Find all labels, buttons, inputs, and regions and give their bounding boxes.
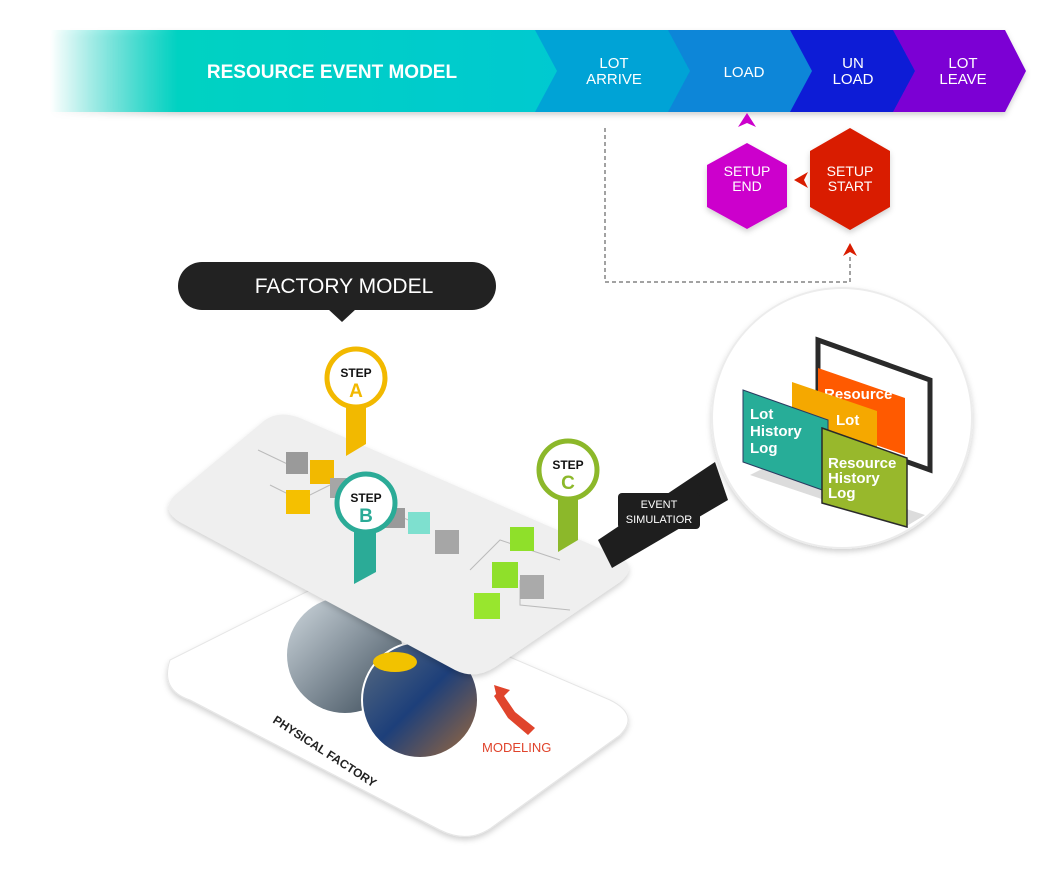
step-label: LOAD [833,71,874,88]
step-b-label: STEP [350,491,381,505]
arrow-left-icon [794,172,808,188]
ribbon-title-segment [50,30,562,112]
step-c-letter: C [561,473,575,494]
resource-history-log-screen: Resource History Log [821,426,908,528]
ribbon-title: RESOURCE EVENT MODEL [207,62,458,83]
step-a-pin: STEP A [324,346,388,456]
step-label: UN [842,55,864,72]
ribbon-step-lot-arrive [535,30,690,112]
resource-history-log-label: Log [828,485,856,502]
ribbon-step-load [662,30,812,112]
step-label: LOAD [724,64,765,81]
step-a-letter: A [349,381,363,402]
ribbon-step-lot-leave [885,30,1026,112]
step-b-letter: B [359,506,373,527]
event-simulation-label-box [618,493,700,529]
lot-history-log-label: Lot [750,406,773,423]
setup-end-label: END [732,178,762,194]
setup-start-label: SETUP [827,163,874,179]
factory-model-platform [168,414,629,675]
event-simulation-label: SIMULATIOR [626,514,692,526]
lot-history-log-label: History [750,423,802,440]
step-label: LEAVE [939,71,986,88]
arrow-up-icon [843,243,857,256]
step-a-label: STEP [340,366,371,380]
lot-history-log-screen: Lot History Log [742,389,829,493]
setup-start-hexagon [810,128,890,230]
ribbon-step-unload [785,30,915,112]
arrow-up-icon [738,113,756,127]
setup-end-hexagon [707,143,787,229]
factory-model-callout [178,262,496,310]
step-c-label: STEP [552,458,583,472]
resource-event-ribbon [50,30,1026,112]
factory-model-label: FACTORY MODEL [255,275,434,298]
modeling-label: MODELING [482,740,551,755]
dashed-connector [604,128,851,283]
step-label: LOT [948,55,977,72]
step-b-pin: STEP B [334,471,398,584]
resource-history-log-label: Resource [828,455,896,472]
event-simulation-label: EVENT [641,499,678,511]
setup-end-label: SETUP [724,163,771,179]
step-label: LOT [599,55,628,72]
lot-history-log-label: Log [750,440,778,457]
step-label: ARRIVE [586,71,642,88]
modeling-arrow-icon [494,690,535,735]
resource-history-log-label: History [828,470,880,487]
step-c-pin: STEP C [536,438,600,552]
setup-start-label: START [828,178,873,194]
lot-screen-label: Lot [836,412,859,429]
